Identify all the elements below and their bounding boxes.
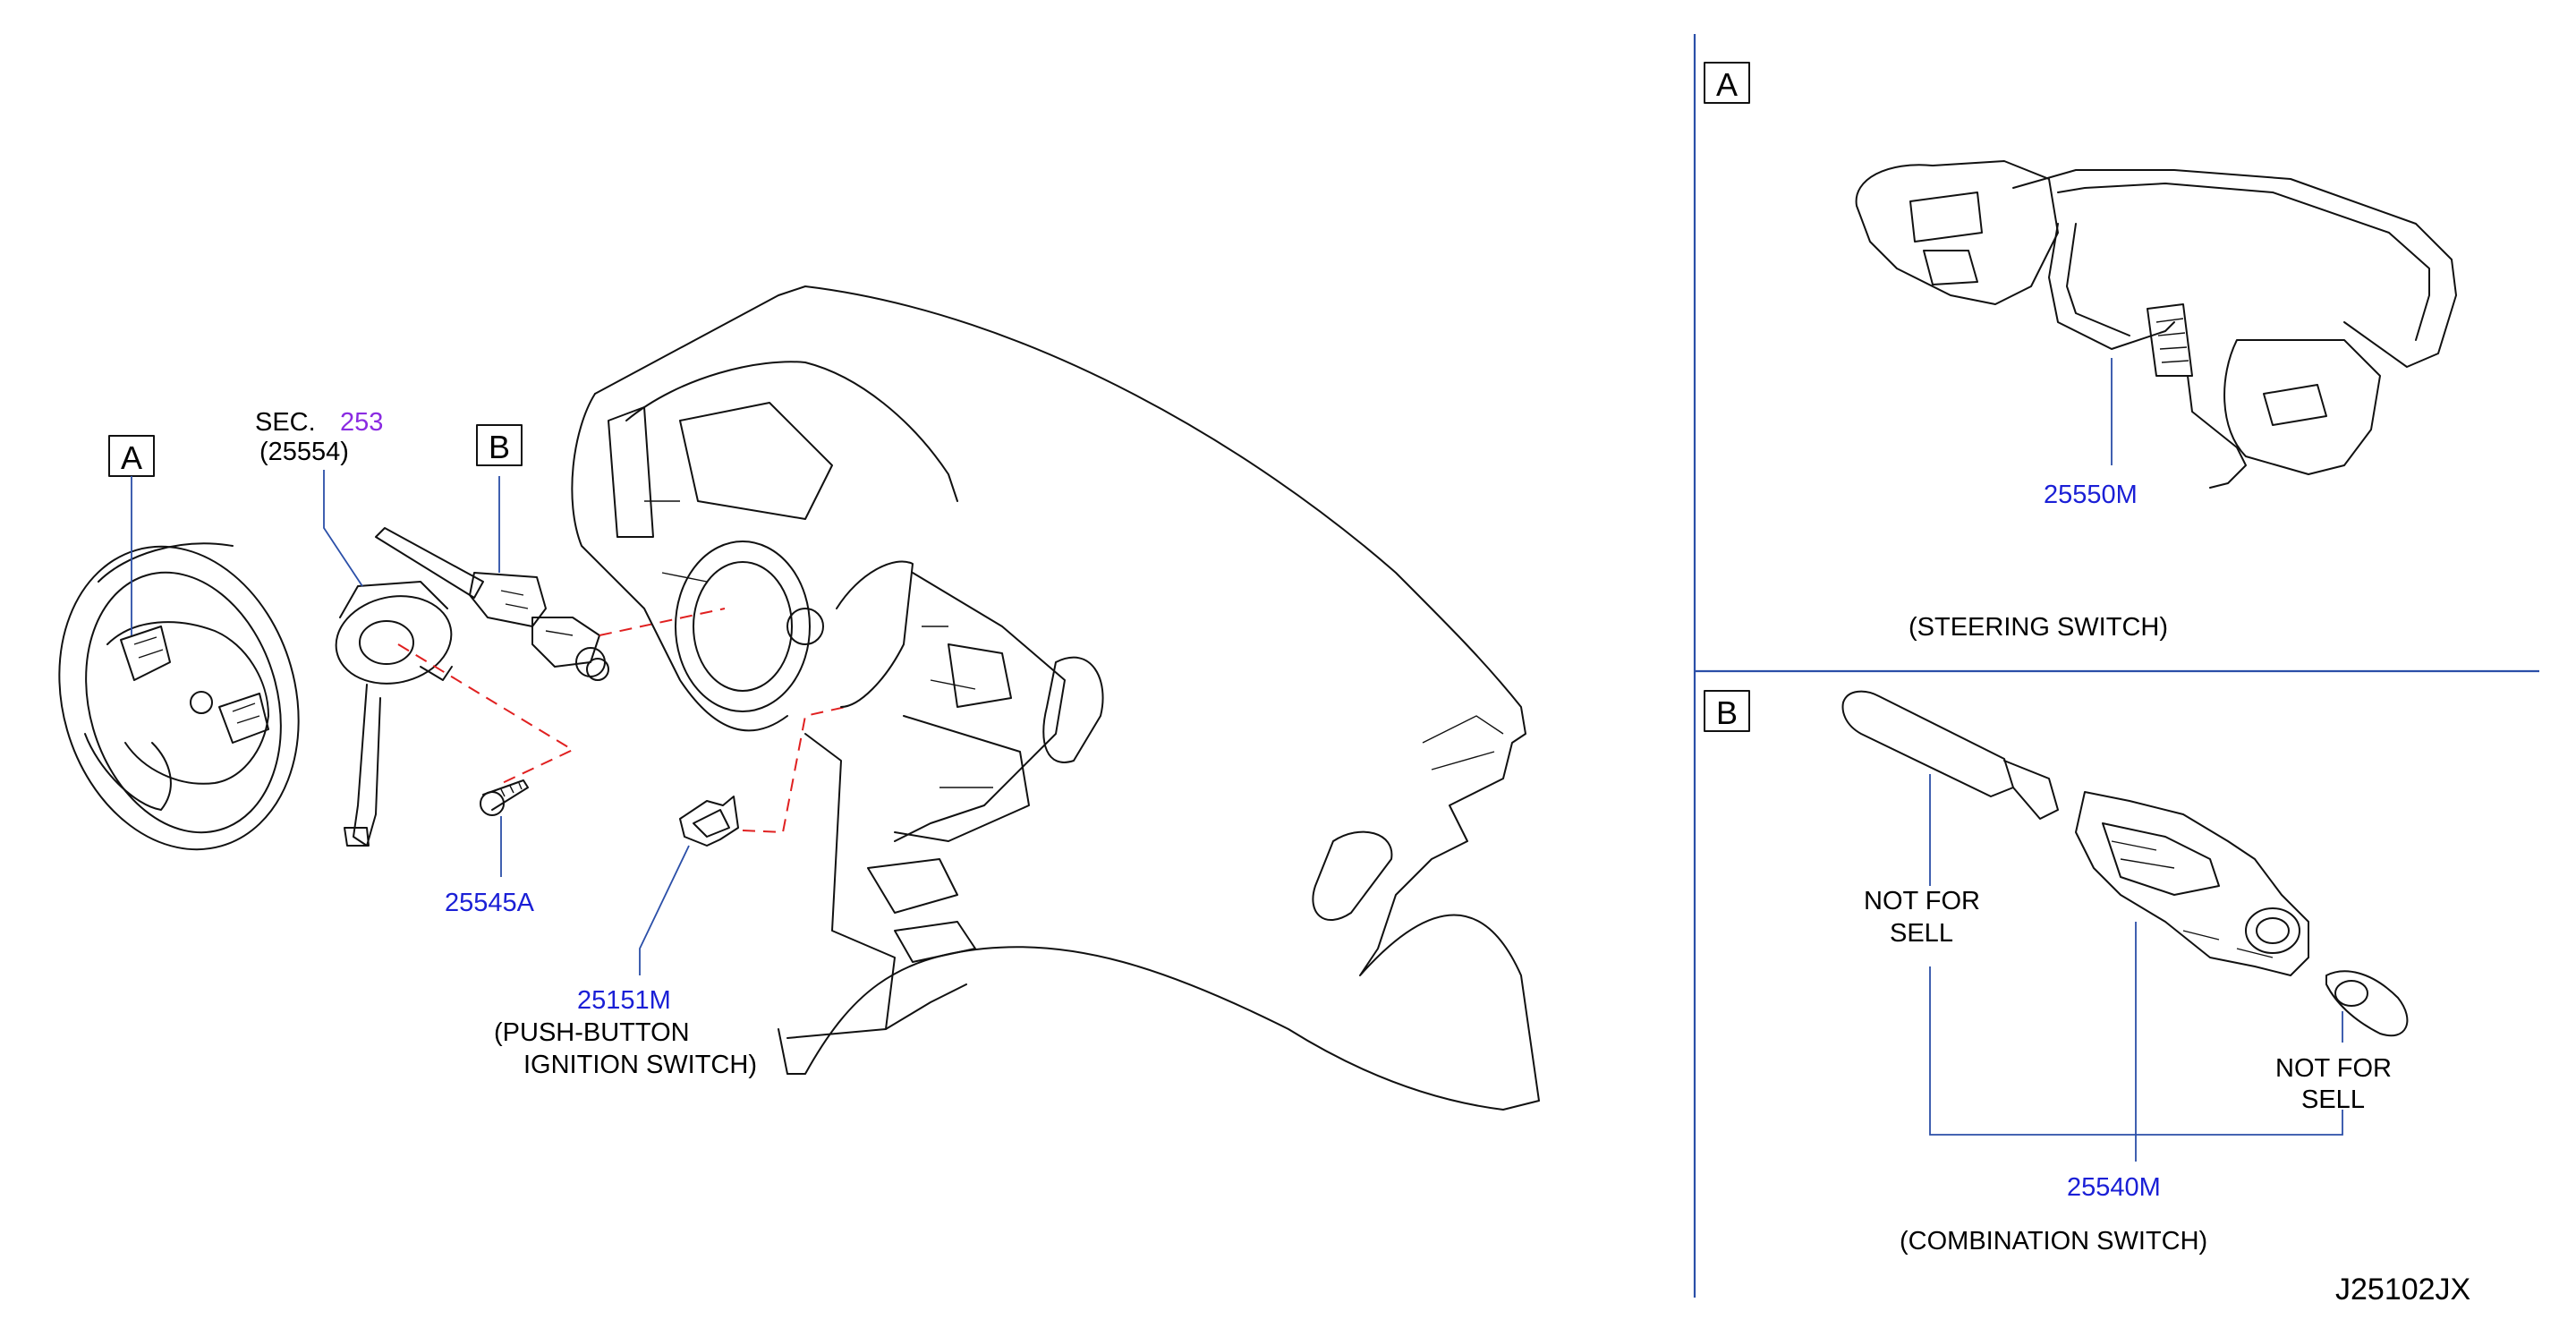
callout-letter-a-left: A — [121, 439, 142, 476]
instrument-panel-drawing — [571, 285, 1540, 1111]
combination-switch-drawing-right — [1841, 690, 2409, 1037]
not-for-sell-1-line2: SELL — [1890, 919, 1953, 948]
callout-box-b-left — [476, 424, 523, 466]
combination-switch-drawing-left — [375, 527, 609, 681]
part-number-25540m[interactable]: 25540M — [2067, 1173, 2161, 1202]
steering-switch-caption: (STEERING SWITCH) — [1909, 613, 2168, 642]
combination-switch-caption: (COMBINATION SWITCH) — [1900, 1227, 2207, 1256]
sec-prefix: SEC. — [255, 408, 316, 437]
callout-letter-a-right: A — [1716, 66, 1738, 103]
screw-drawing — [480, 779, 529, 816]
leader-25151m — [639, 845, 690, 975]
steering-wheel-drawing — [58, 542, 300, 851]
spiral-cable-drawing — [335, 581, 453, 847]
assembly-dash-spiral — [397, 643, 575, 787]
callout-letter-b-right: B — [1716, 694, 1738, 731]
part-number-25545a[interactable]: 25545A — [445, 889, 535, 917]
steering-switch-drawing — [1855, 160, 2457, 489]
sec-sub-number: (25554) — [259, 438, 349, 466]
ignition-switch-drawing — [679, 796, 739, 847]
push-button-label-2: IGNITION SWITCH) — [523, 1051, 757, 1079]
callout-letter-b-left: B — [489, 429, 510, 465]
callout-box-b-right — [1704, 690, 1750, 732]
part-number-25550m[interactable]: 25550M — [2044, 481, 2138, 509]
callout-box-a-right — [1704, 62, 1750, 104]
assembly-dash-ignition — [742, 706, 846, 834]
assembly-dash-switch — [599, 608, 726, 636]
not-for-sell-1-line1: NOT FOR — [1864, 887, 1980, 915]
push-button-label-1: (PUSH-BUTTON — [494, 1018, 690, 1047]
not-for-sell-2-line2: SELL — [2301, 1085, 2365, 1114]
leader-sec-253 — [323, 470, 363, 587]
sec-number-link[interactable]: 253 — [340, 408, 383, 437]
not-for-sell-2-line1: NOT FOR — [2275, 1054, 2392, 1083]
diagram-reference-code: J25102JX — [2335, 1273, 2470, 1307]
part-number-25151m[interactable]: 25151M — [577, 986, 671, 1015]
